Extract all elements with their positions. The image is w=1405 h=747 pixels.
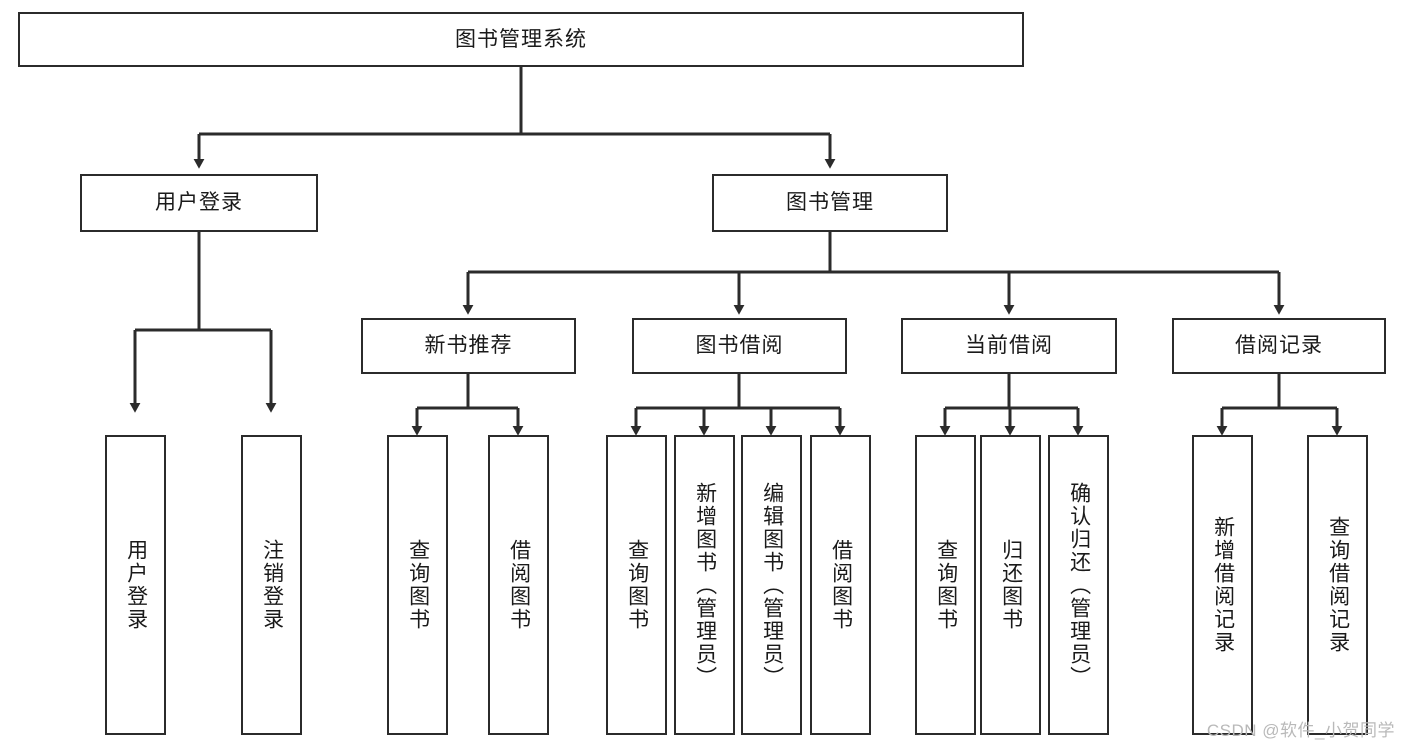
node-label: 查询图书 [406,539,430,631]
leaf-borrow-add-book-admin[interactable]: 新增图书（管理员） [674,435,735,735]
node-label: 当前借阅 [965,334,1053,358]
node-label: 图书管理 [786,191,874,215]
leaf-current-return-book[interactable]: 归还图书 [980,435,1041,735]
node-label: 借阅记录 [1235,334,1323,358]
node-label: 借阅图书 [507,539,531,631]
node-label: 用户登录 [155,191,243,215]
node-label: 图书借阅 [695,334,784,358]
node-book-management[interactable]: 图书管理 [712,174,948,232]
node-label: 归还图书 [999,539,1023,631]
node-user-login[interactable]: 用户登录 [80,174,318,232]
leaf-user-login-login[interactable]: 用户登录 [105,435,166,735]
node-label: 用户登录 [124,539,148,631]
leaf-borrow-query-book[interactable]: 查询图书 [606,435,667,735]
leaf-record-add-record[interactable]: 新增借阅记录 [1192,435,1253,735]
leaf-borrow-borrow-book[interactable]: 借阅图书 [810,435,871,735]
node-new-book-recommend[interactable]: 新书推荐 [361,318,576,374]
leaf-record-query-record[interactable]: 查询借阅记录 [1307,435,1368,735]
node-book-borrow[interactable]: 图书借阅 [632,318,847,374]
leaf-recommend-borrow-book[interactable]: 借阅图书 [488,435,549,735]
leaf-user-login-logout[interactable]: 注销登录 [241,435,302,735]
node-label: 图书管理系统 [455,27,587,51]
node-root-system[interactable]: 图书管理系统 [18,12,1024,67]
node-label: 新增图书（管理员） [693,481,717,689]
node-label: 查询图书 [934,539,958,631]
leaf-current-query-book[interactable]: 查询图书 [915,435,976,735]
watermark-text: CSDN @软件_小贺同学 [1206,721,1395,740]
leaf-borrow-edit-book-admin[interactable]: 编辑图书（管理员） [741,435,802,735]
leaf-recommend-query-book[interactable]: 查询图书 [387,435,448,735]
node-label: 注销登录 [260,539,284,631]
node-borrow-record[interactable]: 借阅记录 [1172,318,1386,374]
node-current-borrow[interactable]: 当前借阅 [901,318,1117,374]
node-label: 新书推荐 [424,334,513,358]
node-label: 确认归还（管理员） [1067,481,1091,689]
node-label: 查询图书 [625,539,649,631]
node-label: 借阅图书 [829,539,853,631]
node-label: 新增借阅记录 [1211,516,1235,654]
node-label: 编辑图书（管理员） [760,481,784,689]
node-label: 查询借阅记录 [1326,516,1350,654]
leaf-current-confirm-return-admin[interactable]: 确认归还（管理员） [1048,435,1109,735]
